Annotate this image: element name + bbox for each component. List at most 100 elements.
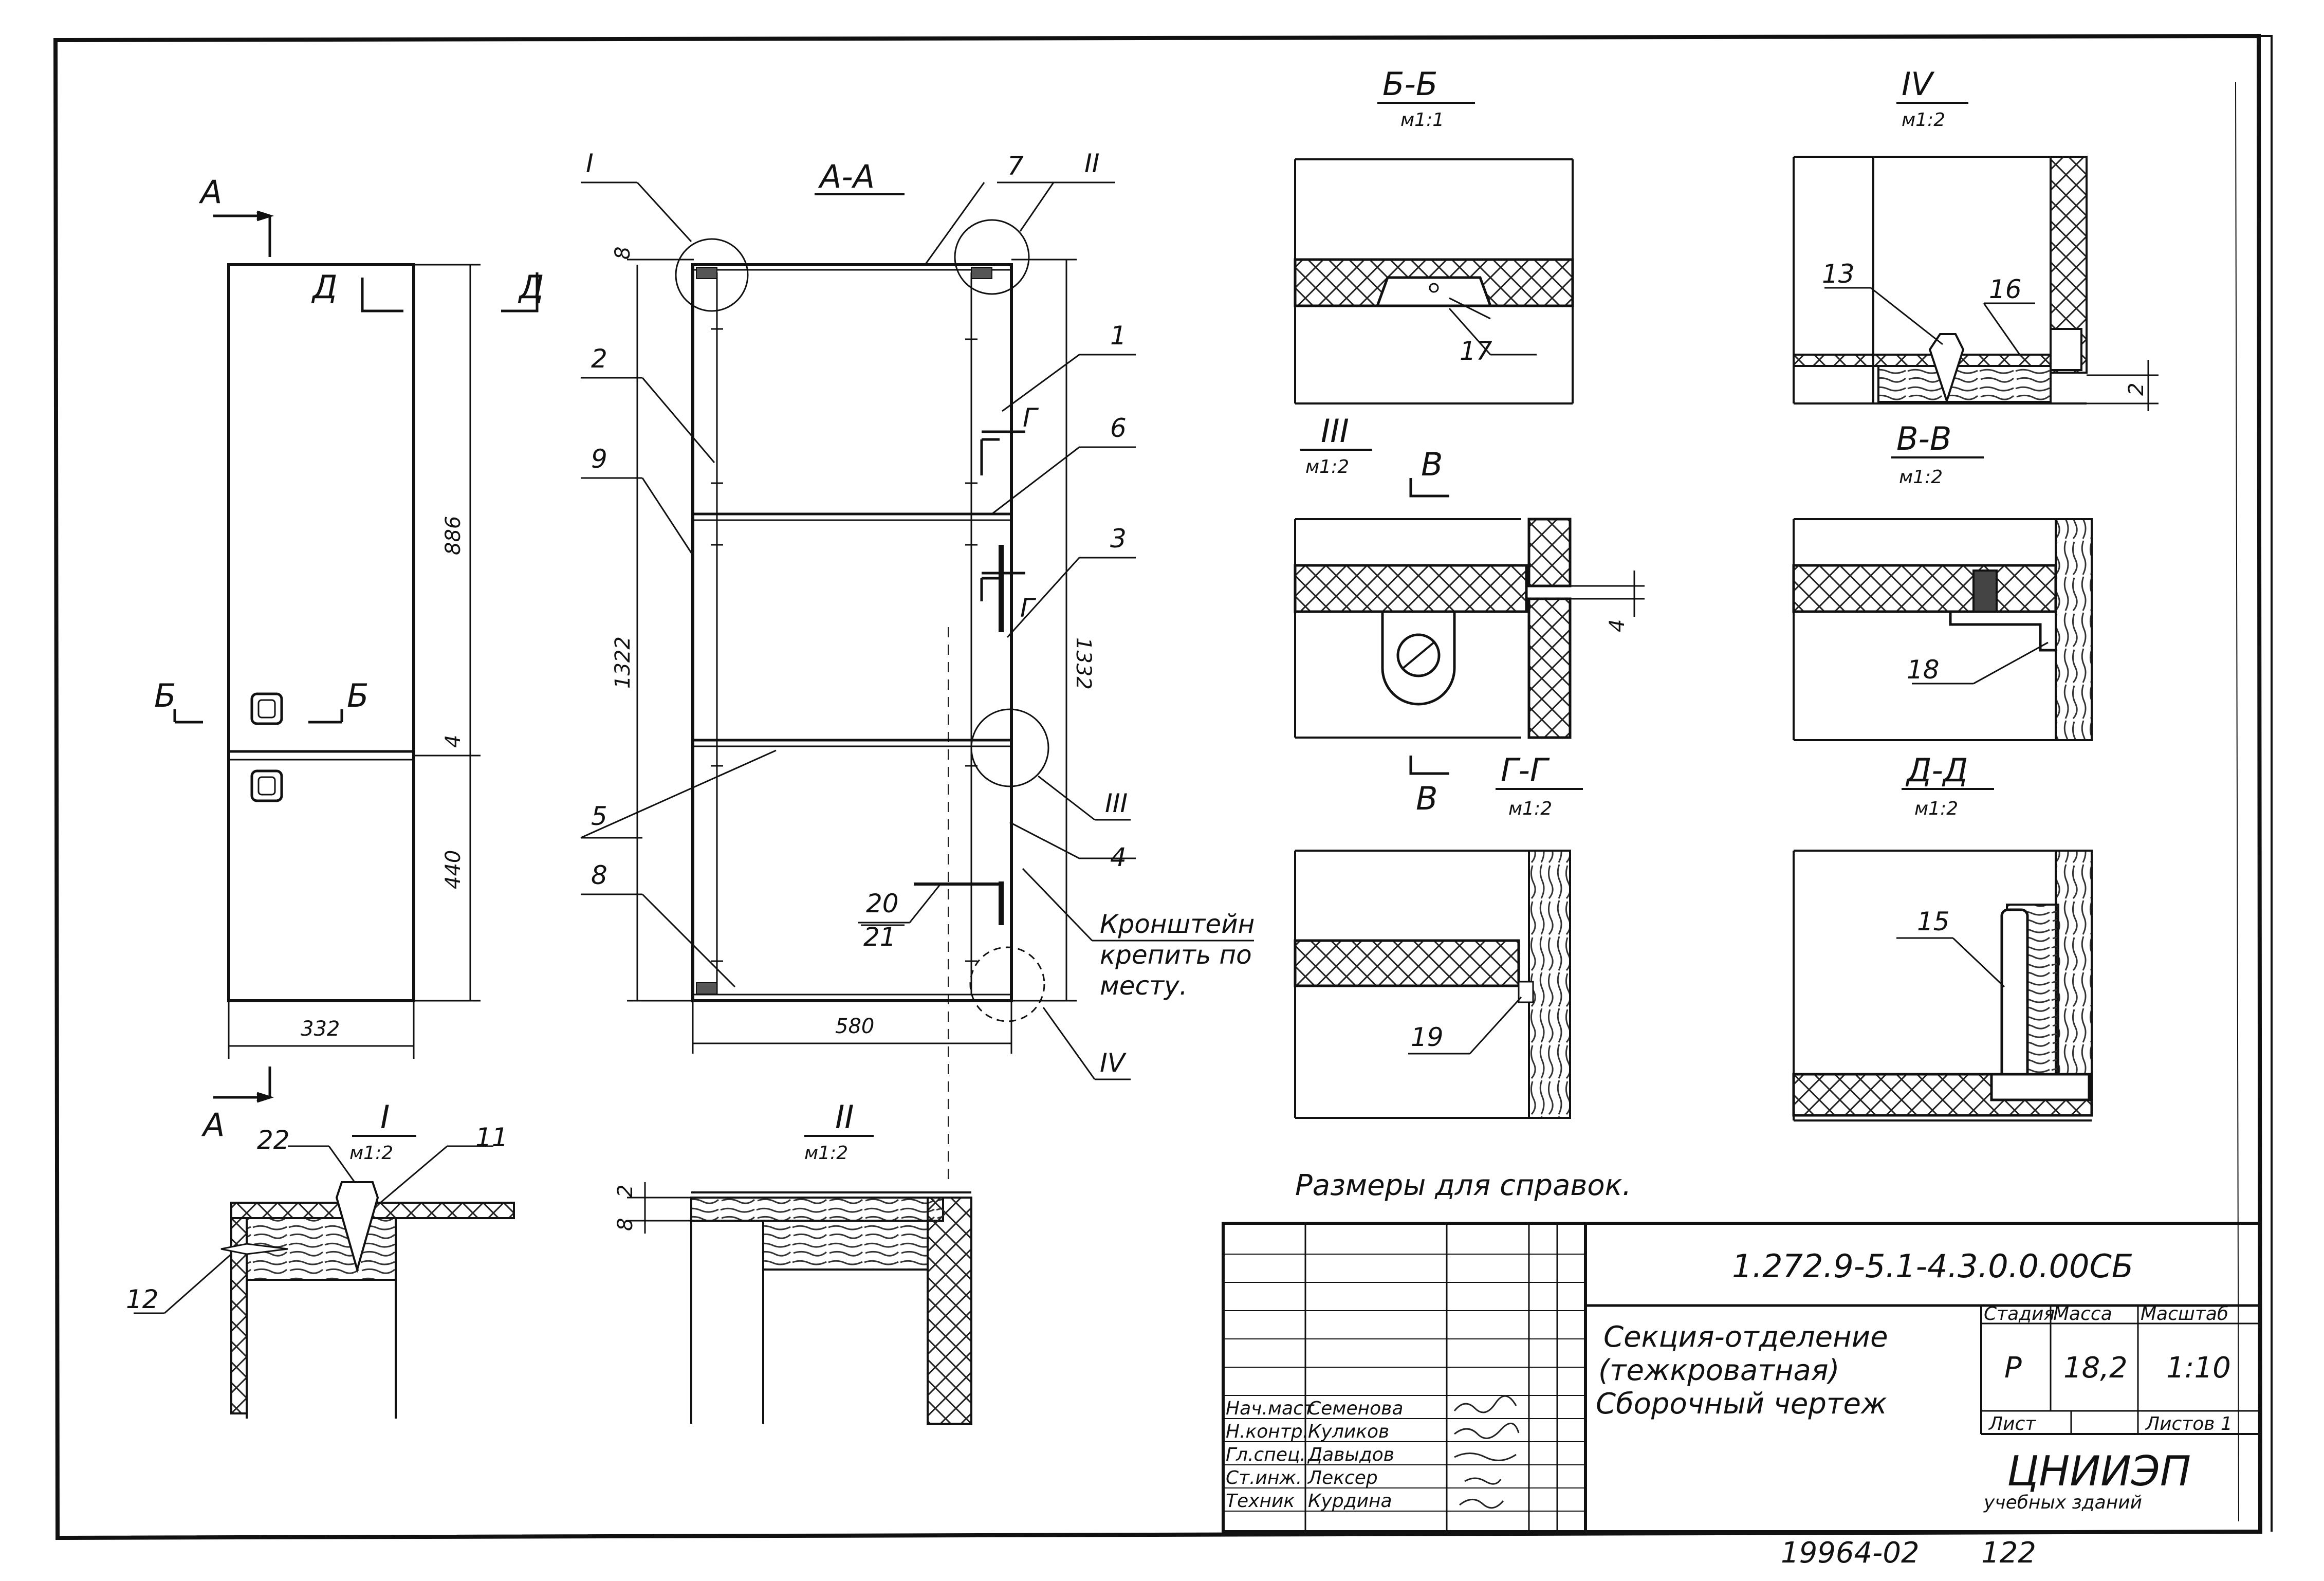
dim-ii-2: 2 (614, 1185, 637, 1198)
screw-marks (711, 323, 977, 967)
header-scale: Масштаб (2141, 1303, 2228, 1325)
section-mark-a-top: А (198, 173, 222, 211)
item-6: 6 (1110, 413, 1127, 443)
item-12: 12 (126, 1284, 159, 1314)
detail-i-title: I (380, 1098, 390, 1136)
item-4: 4 (1110, 842, 1127, 872)
detail-iv-title: IV (1902, 65, 1935, 103)
bracket-note-line-2: крепить по (1100, 940, 1252, 970)
section-bb-scale: м1:1 (1400, 109, 1444, 131)
item-1: 1 (1110, 321, 1127, 351)
bracket-note-line-3: месту. (1100, 971, 1188, 1001)
item-21: 21 (863, 922, 896, 952)
section-dd-title: Д-Д (1905, 751, 1968, 789)
item-3: 3 (1110, 524, 1127, 554)
section-gg-scale: м1:2 (1508, 798, 1552, 819)
section-mark-d-left: Д (311, 268, 337, 306)
front-view: А Д Д Б Б А 886 440 4 332 (154, 173, 544, 1144)
section-dd-scale: м1:2 (1914, 798, 1958, 819)
detail-iii-title: III (1321, 412, 1349, 450)
item-20: 20 (866, 889, 899, 918)
item-9: 9 (591, 444, 607, 474)
item-18: 18 (1907, 655, 1940, 685)
callout-iii: III (1105, 788, 1128, 818)
section-mark-v-top: В (1421, 446, 1443, 483)
dim-iv-2: 2 (2125, 383, 2148, 396)
org-name: ЦНИИЭП (2007, 1447, 2191, 1495)
section-mark-d-right: Д (518, 268, 544, 306)
doc-code: 1.272.9-5.1-4.3.0.0.00СБ (1732, 1247, 2133, 1285)
dim-aa-1332: 1332 (1072, 637, 1095, 690)
dim-iii-4: 4 (1606, 619, 1629, 632)
title-block (1222, 1222, 2262, 1533)
section-gg-view: Г-Г м1:2 19 (1294, 751, 1583, 1119)
section-mark-g-2: Г (1020, 593, 1037, 623)
staff-role-1: Н.контр. (1226, 1421, 1308, 1442)
detail-iii-view: III м1:2 В В 4 (1294, 412, 1645, 817)
section-vv-view: В-В м1:2 18 (1792, 420, 2093, 741)
value-stage: Р (2004, 1351, 2022, 1385)
detail-i-scale: м1:2 (349, 1143, 393, 1164)
dim-front-440: 440 (441, 850, 465, 889)
item-2: 2 (591, 344, 607, 374)
staff-name-3: Лексер (1307, 1467, 1378, 1488)
section-vv-scale: м1:2 (1899, 467, 1943, 488)
detail-ii-title: II (835, 1098, 854, 1136)
section-aa-title: А-А (818, 158, 875, 195)
page-number: 122 (1981, 1536, 2036, 1570)
doc-title-line-3: Сборочный чертеж (1596, 1387, 1887, 1421)
section-mark-b-right: Б (347, 677, 369, 714)
staff-name-0: Семенова (1308, 1398, 1403, 1419)
item-15: 15 (1917, 907, 1950, 936)
dim-aa-580: 580 (835, 1015, 874, 1038)
org-subtitle: учебных зданий (1983, 1492, 2142, 1513)
detail-iv-scale: м1:2 (1902, 109, 1945, 131)
value-scale: 1:10 (2166, 1351, 2231, 1385)
item-13: 13 (1822, 259, 1855, 289)
dim-front-4: 4 (441, 735, 465, 748)
staff-role-0: Нач.маст (1226, 1398, 1315, 1419)
item-11: 11 (475, 1123, 508, 1152)
reference-note: Размеры для справок. (1295, 1169, 1631, 1202)
inventory-number: 19964-02 (1781, 1536, 1920, 1570)
item-16: 16 (1989, 274, 2022, 304)
detail-ii-view: II м1:2 8 2 (614, 1098, 972, 1425)
dim-ii-8: 8 (614, 1218, 637, 1231)
signatures (1453, 1395, 1520, 1509)
callout-iv: IV (1100, 1048, 1127, 1078)
item-8: 8 (591, 860, 607, 890)
detail-ii-scale: м1:2 (804, 1143, 848, 1164)
section-bb-view: Б-Б м1:1 17 (1294, 65, 1574, 405)
section-mark-v-bottom: В (1416, 780, 1438, 817)
callout-ii: II (1084, 149, 1100, 178)
header-mass: Масса (2053, 1303, 2112, 1325)
item-22: 22 (257, 1125, 290, 1155)
item-17: 17 (1460, 336, 1492, 366)
callout-i: I (586, 149, 594, 178)
header-stage: Стадия (1984, 1303, 2055, 1325)
section-aa-view: А-А (580, 149, 1255, 1182)
staff-role-4: Техник (1226, 1491, 1295, 1512)
item-7: 7 (1007, 151, 1024, 181)
section-mark-b-left: Б (154, 677, 176, 714)
staff-name-1: Куликов (1308, 1421, 1389, 1442)
detail-i-view: I м1:2 22 11 12 (126, 1098, 515, 1419)
section-vv-title: В-В (1896, 420, 1951, 457)
sheet-label: Лист (1988, 1413, 2036, 1435)
item-19: 19 (1411, 1022, 1444, 1052)
detail-iv-view: IV м1:2 13 16 2 (1793, 65, 2159, 411)
staff-name-2: Давыдов (1307, 1444, 1394, 1465)
section-bb-title: Б-Б (1382, 65, 1437, 103)
section-dd-view: Д-Д м1:2 15 (1792, 751, 2093, 1122)
section-gg-title: Г-Г (1501, 751, 1550, 789)
sheets-label: Листов 1 (2145, 1413, 2233, 1435)
detail-iii-scale: м1:2 (1305, 456, 1349, 477)
staff-name-4: Курдина (1308, 1491, 1392, 1512)
doc-title-line-2: (тежкроватная) (1598, 1354, 1839, 1387)
dim-aa-1322: 1322 (611, 636, 635, 689)
staff-role-3: Ст.инж. (1226, 1467, 1302, 1488)
dim-aa-8: 8 (611, 247, 635, 260)
doc-title-line-1: Секция-отделение (1603, 1320, 1888, 1354)
dim-front-332: 332 (301, 1017, 340, 1041)
